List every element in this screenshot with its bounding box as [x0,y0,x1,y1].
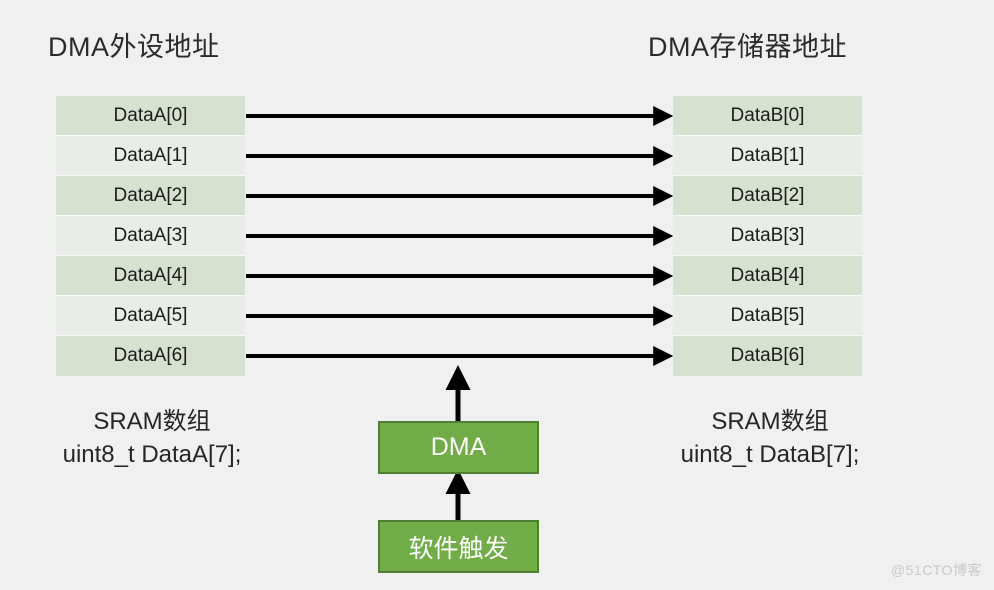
dest-caption-line1: SRAM数组 [711,408,829,435]
table-row: DataA[2] [56,176,245,216]
table-row: DataA[0] [56,96,245,136]
dest-caption: SRAM数组 uint8_t DataB[7]; [640,405,900,471]
table-row: DataA[1] [56,136,245,176]
table-row: DataB[3] [673,216,862,256]
table-row: DataB[6] [673,336,862,376]
software-trigger-box: 软件触发 [378,520,539,573]
table-row: DataB[2] [673,176,862,216]
table-row: DataB[4] [673,256,862,296]
table-row: DataA[3] [56,216,245,256]
table-row: DataB[0] [673,96,862,136]
source-memory-table: DataA[0] DataA[1] DataA[2] DataA[3] Data… [56,96,245,376]
source-caption: SRAM数组 uint8_t DataA[7]; [22,405,282,471]
source-caption-line1: SRAM数组 [93,408,211,435]
table-row: DataB[5] [673,296,862,336]
table-row: DataB[1] [673,136,862,176]
table-row: DataA[5] [56,296,245,336]
dest-caption-line2: uint8_t DataB[7]; [680,441,860,468]
dma-box: DMA [378,421,539,474]
source-caption-line2: uint8_t DataA[7]; [62,441,242,468]
dest-memory-table: DataB[0] DataB[1] DataB[2] DataB[3] Data… [673,96,862,376]
watermark: @51CTO博客 [890,562,982,578]
table-row: DataA[6] [56,336,245,376]
dest-column-title: DMA存储器地址 [648,32,847,62]
table-row: DataA[4] [56,256,245,296]
source-column-title: DMA外设地址 [48,32,220,62]
transfer-arrow-group [246,106,674,366]
